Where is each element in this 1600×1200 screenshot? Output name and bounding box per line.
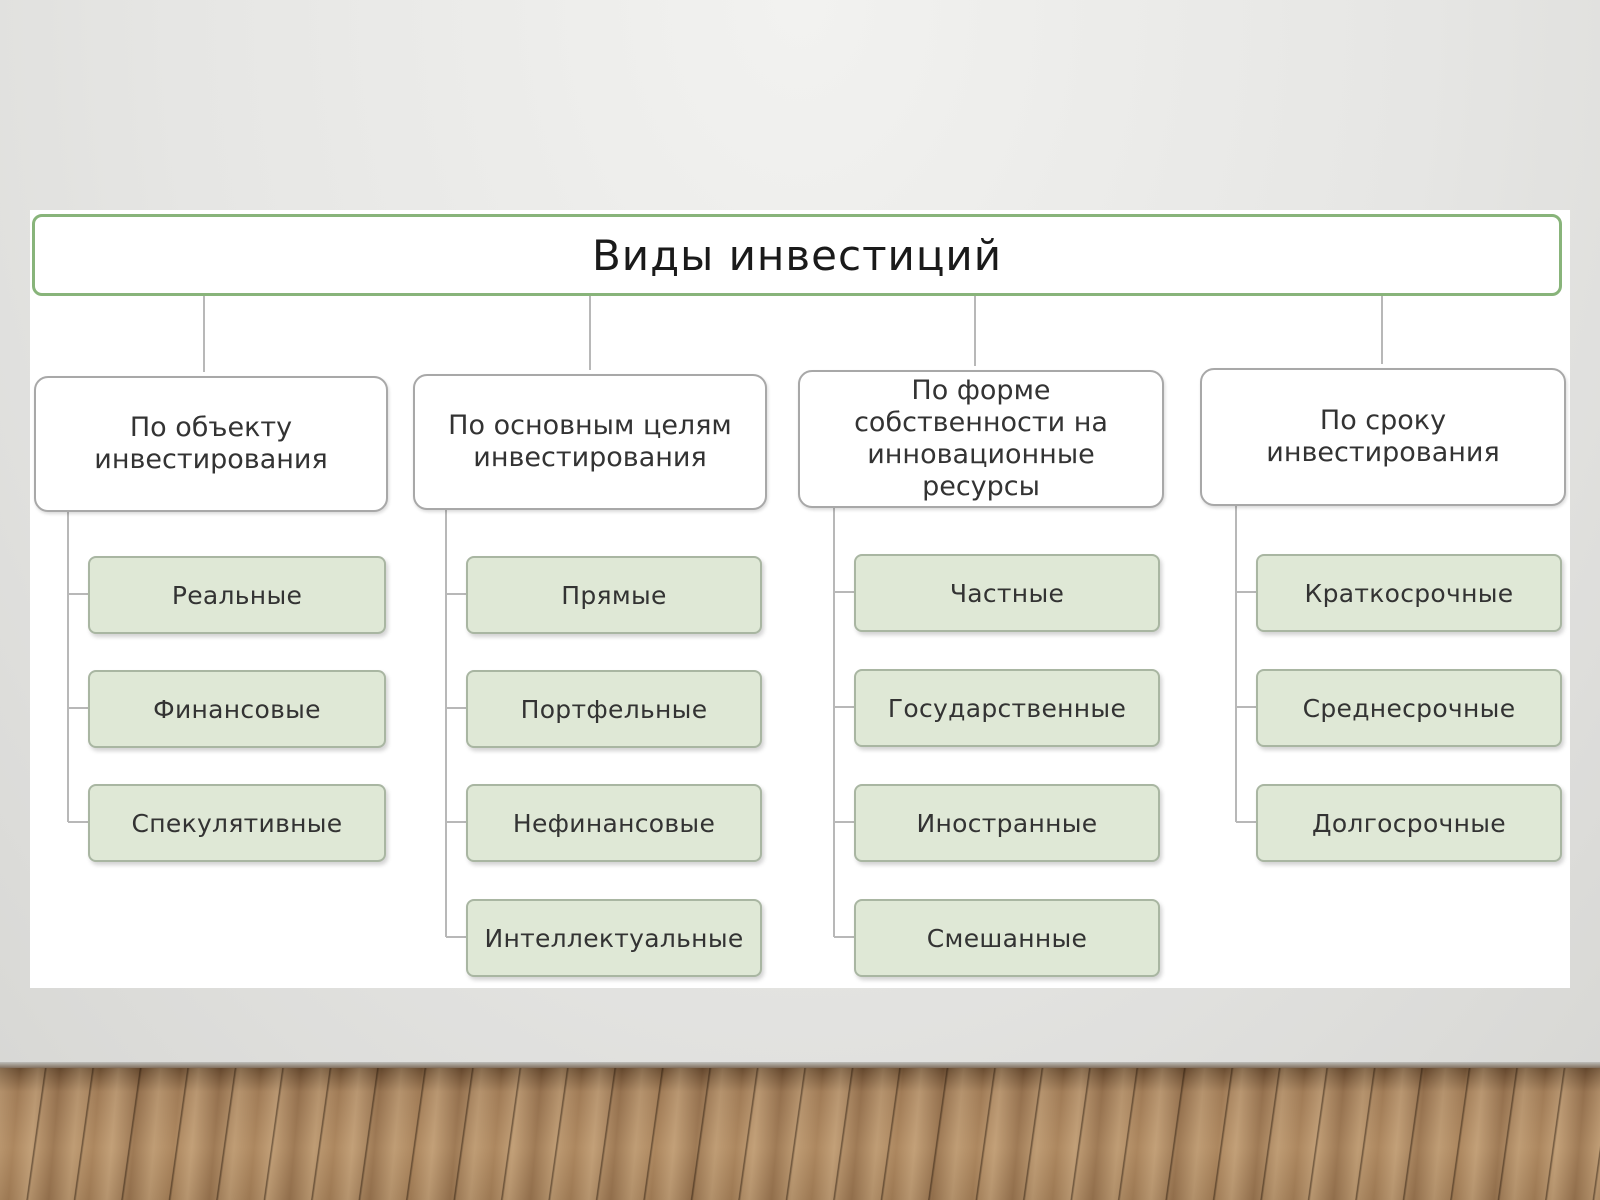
leaf-speculative: Спекулятивные [88,784,386,862]
leaf-medium-term: Среднесрочные [1256,669,1562,747]
leaf-intellectual: Интеллектуальные [466,899,762,977]
leaf-nonfinancial: Нефинансовые [466,784,762,862]
leaf-short-term: Краткосрочные [1256,554,1562,632]
leaf-long-term: Долгосрочные [1256,784,1562,862]
category-heading-object: По объекту инвестирования [34,376,388,512]
leaf-foreign: Иностранные [854,784,1160,862]
leaf-private: Частные [854,554,1160,632]
leaf-financial: Финансовые [88,670,386,748]
category-heading-term: По сроку инвестирования [1200,368,1566,506]
diagram-title: Виды инвестиций [32,214,1562,296]
floor-edge [0,1062,1600,1070]
leaf-direct: Прямые [466,556,762,634]
diagram-board: Виды инвестиций По объекту инвестировани… [30,210,1570,988]
wooden-floor [0,1068,1600,1200]
diagram-connectors [67,296,1383,938]
category-heading-goals: По основным целям инвестирования [413,374,767,510]
category-heading-ownership: По форме собственности на инновационные … [798,370,1164,508]
leaf-real: Реальные [88,556,386,634]
leaf-portfolio: Портфельные [466,670,762,748]
leaf-state: Государственные [854,669,1160,747]
leaf-mixed: Смешанные [854,899,1160,977]
